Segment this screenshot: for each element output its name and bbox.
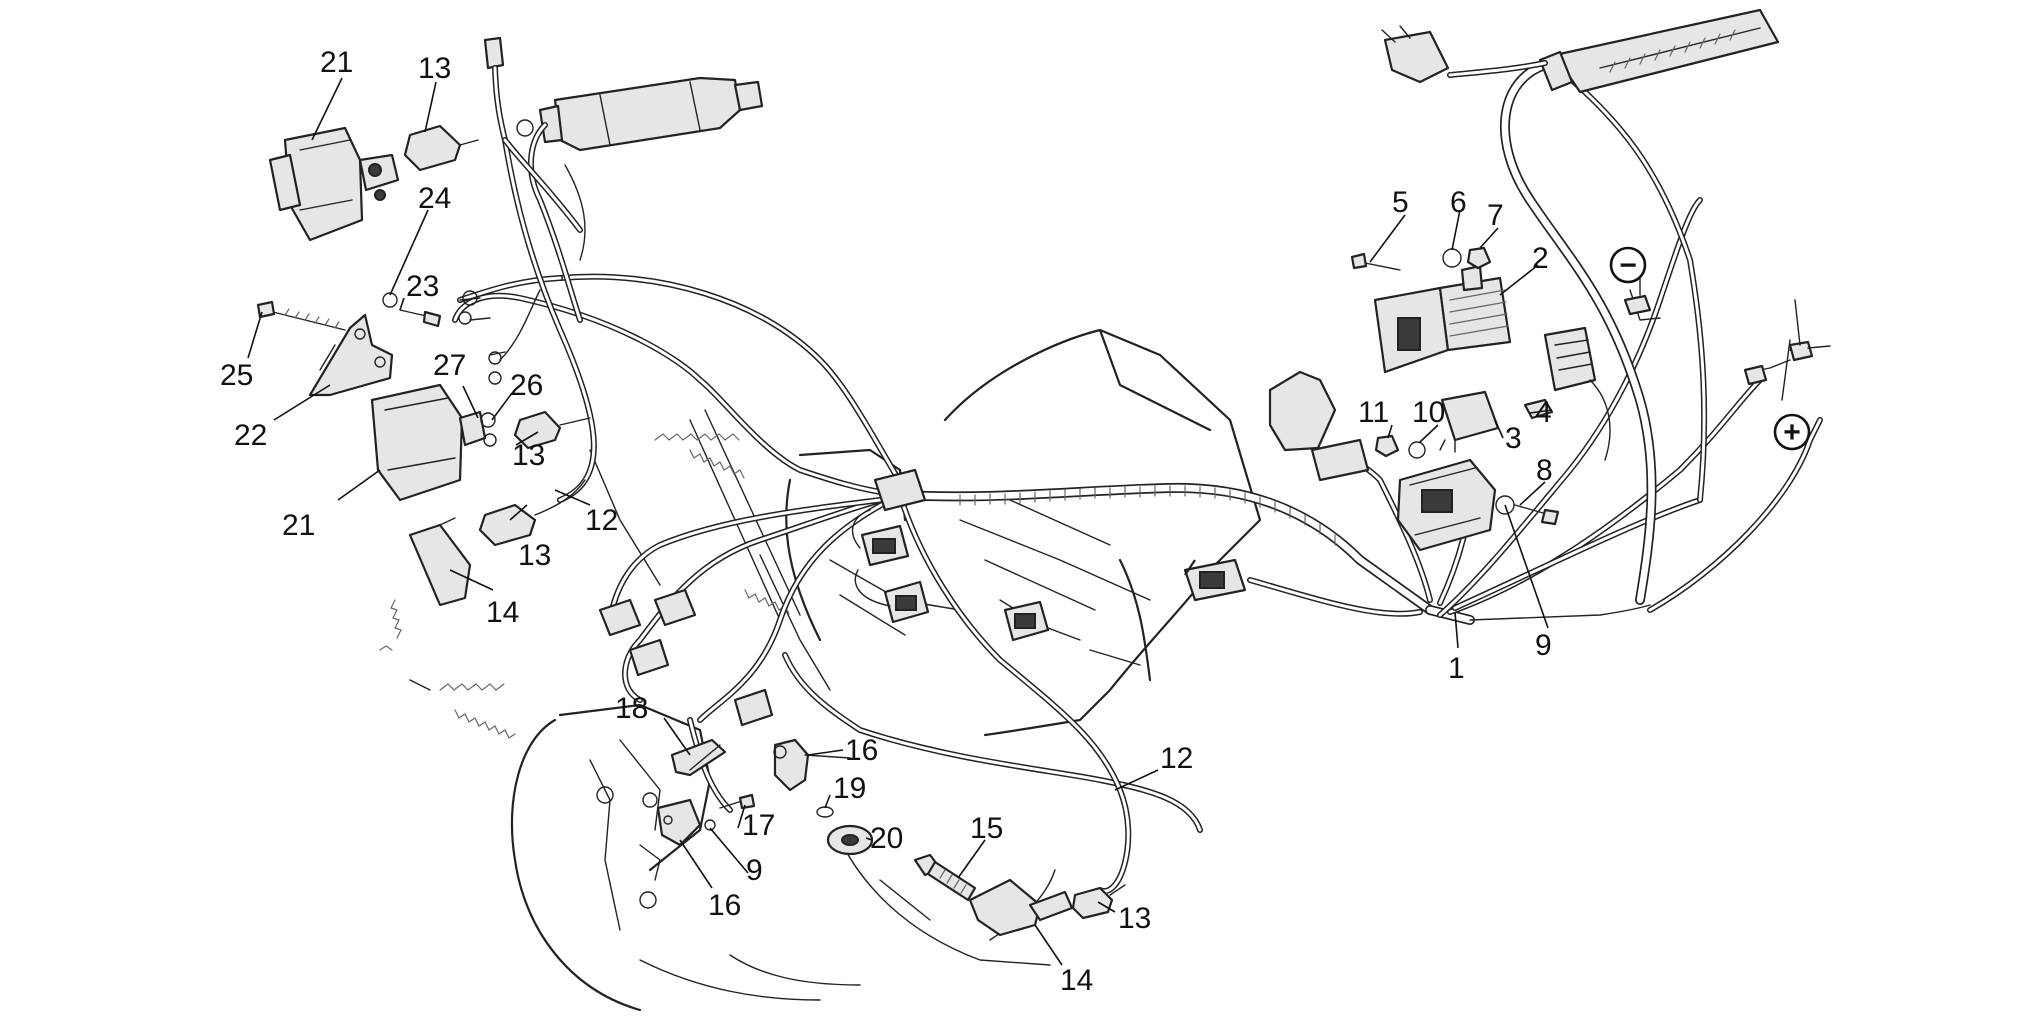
- fuel-pump: [527, 76, 764, 323]
- nut-11: [1374, 434, 1400, 458]
- spark-plug-cap-upper: [403, 124, 479, 172]
- left-harness-branches: [607, 492, 1203, 895]
- washer-6: [1442, 248, 1462, 268]
- callout-23: 23: [406, 270, 439, 303]
- ecu-unit: [1381, 8, 1780, 94]
- callout-labels: 21 13 24 23 25 22 27 26 13 21 13 12 14 5…: [220, 46, 1553, 997]
- battery-terminal-negative: [1623, 274, 1661, 321]
- callout-13-top: 13: [418, 52, 451, 85]
- bolt-23: [382, 292, 442, 328]
- callout-15: 15: [970, 812, 1003, 845]
- o-ring-19: [816, 806, 834, 818]
- callout-25: 25: [220, 359, 253, 392]
- callout-5: 5: [1392, 186, 1409, 219]
- callout-21-mid: 21: [282, 509, 315, 542]
- callout-13-mid: 13: [512, 439, 545, 472]
- callout-9-right: 9: [1535, 629, 1552, 662]
- callout-10: 10: [1412, 396, 1445, 429]
- positive-symbol: +: [1773, 413, 1811, 451]
- callout-20: 20: [870, 822, 903, 855]
- spark-plug-15: [913, 853, 977, 902]
- leader-lines: [247, 77, 1553, 966]
- callout-21-top: 21: [320, 46, 353, 79]
- callout-13-right: 13: [1118, 902, 1151, 935]
- fuel-injector-connector: [1184, 370, 1370, 576]
- positive-sign: +: [1783, 416, 1801, 449]
- frame-tube-outline: [589, 409, 831, 691]
- ignition-coil-upper: [268, 126, 400, 242]
- battery-terminal-positive: [1743, 299, 1831, 401]
- relay-3: [1439, 390, 1500, 453]
- callout-13-lower: 13: [518, 539, 551, 572]
- engine-block-outline: [943, 328, 1262, 737]
- spark-plug-cap-13-lower: [1071, 884, 1126, 920]
- negative-symbol: −: [1609, 246, 1647, 284]
- washer-10: [1408, 441, 1426, 459]
- relay-block: [1396, 458, 1560, 552]
- callout-26: 26: [510, 369, 543, 402]
- callout-9-lower: 9: [746, 854, 763, 887]
- nut-7: [1466, 246, 1492, 270]
- callout-2: 2: [1532, 242, 1549, 275]
- negative-sign: −: [1619, 249, 1637, 282]
- washer-9-lower: [704, 819, 716, 831]
- callout-12-right: 12: [1160, 742, 1193, 775]
- callout-12-left: 12: [585, 504, 618, 537]
- bolt-25: [256, 300, 346, 331]
- cooling-fins: [379, 433, 790, 739]
- callout-24: 24: [418, 182, 451, 215]
- relay-connector-4: [1543, 326, 1611, 461]
- injector-18: [670, 738, 727, 777]
- ignition-coil-lower: [370, 383, 497, 502]
- callout-8: 8: [1536, 454, 1553, 487]
- callout-17: 17: [742, 809, 775, 842]
- callout-1: 1: [1448, 652, 1465, 685]
- callout-27: 27: [433, 349, 466, 382]
- sensor-16-upper: [773, 738, 851, 792]
- spark-plug-boot-14-lower: [968, 878, 1074, 937]
- spark-plug-boot-left: [408, 517, 472, 607]
- main-wiring-harness: [452, 60, 1823, 625]
- small-ring-terminals: [458, 289, 541, 385]
- top-connector-wire: [483, 36, 597, 503]
- callout-6: 6: [1450, 186, 1467, 219]
- callout-7: 7: [1487, 199, 1504, 232]
- callout-14-right: 14: [1060, 964, 1093, 997]
- screw-17: [719, 793, 756, 810]
- callout-11: 11: [1358, 396, 1389, 429]
- callout-18: 18: [615, 692, 648, 725]
- spark-plug-cap-lower-left: [478, 479, 586, 547]
- harness-connectors: [598, 468, 1247, 727]
- callout-19: 19: [833, 772, 866, 805]
- callout-3: 3: [1505, 422, 1522, 455]
- callout-22: 22: [234, 419, 267, 452]
- sensor-16-lower: [656, 798, 702, 847]
- coil-bracket: [308, 313, 394, 397]
- bolt-5: [1350, 252, 1401, 271]
- gasket-20: [826, 824, 874, 856]
- callout-16-upper: 16: [845, 734, 878, 767]
- callout-16-lower: 16: [708, 889, 741, 922]
- callout-14-left: 14: [486, 596, 519, 629]
- callout-4: 4: [1535, 396, 1552, 429]
- voltage-regulator: [1373, 264, 1512, 374]
